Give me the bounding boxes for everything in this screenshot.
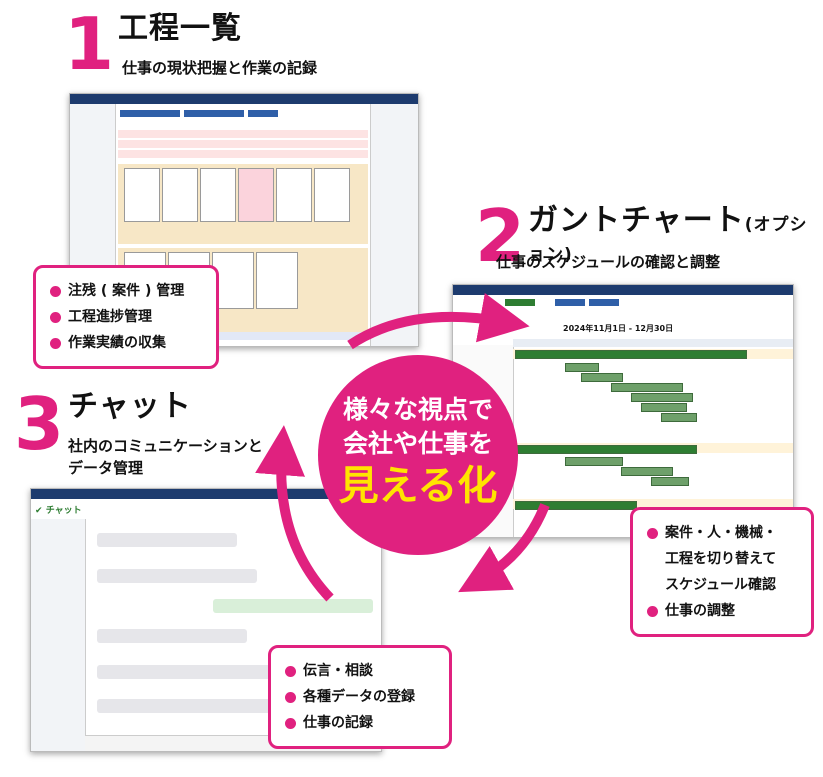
feature-box-2: 案件・人・機械・ 工程を切り替えて スケジュール確認 仕事の調整 xyxy=(630,507,814,637)
detail-panel xyxy=(370,104,418,346)
toolbar-button[interactable] xyxy=(555,299,585,306)
bullet-dot xyxy=(50,311,61,323)
order-row[interactable] xyxy=(118,332,368,340)
arrow-3-to-1 xyxy=(255,425,334,602)
feature-item: 注残 ( 案件 ) 管理 xyxy=(50,278,202,304)
order-row[interactable] xyxy=(118,130,368,138)
chat-message xyxy=(97,665,277,679)
chat-message xyxy=(97,629,247,643)
bullet-dot xyxy=(285,691,296,703)
feature-item-continued: 工程を切り替えて xyxy=(665,551,777,567)
toolbar-button[interactable] xyxy=(120,110,180,117)
chat-message xyxy=(97,533,237,547)
app-topbar xyxy=(70,94,418,104)
feature-item: 仕事の記録 xyxy=(285,710,435,736)
feature-item: 工程進捗管理 xyxy=(50,304,202,330)
app-topbar xyxy=(453,285,793,295)
bullet-dot xyxy=(285,717,296,729)
feature-item-text: 仕事の調整 xyxy=(665,603,735,619)
section-title-2: ガントチャート(オプション) xyxy=(528,206,823,266)
chat-message xyxy=(97,569,257,583)
toolbar-button[interactable] xyxy=(589,299,619,306)
feature-item-text: 案件・人・機械・ xyxy=(665,525,777,541)
section-number-1: 1 xyxy=(64,2,115,86)
gantt-bar[interactable] xyxy=(565,363,599,372)
feature-item-text: 伝言・相談 xyxy=(303,663,373,679)
gantt-bar[interactable] xyxy=(631,393,693,402)
process-card[interactable] xyxy=(162,168,198,222)
feature-item: 各種データの登録 xyxy=(285,684,435,710)
order-row[interactable] xyxy=(118,150,368,158)
feature-item-continued: スケジュール確認 xyxy=(665,577,777,593)
feature-item: 案件・人・機械・ xyxy=(647,520,797,546)
toolbar-button[interactable] xyxy=(248,110,278,117)
bullet-dot xyxy=(285,665,296,677)
gantt-bar[interactable] xyxy=(515,501,637,510)
feature-item: 伝言・相談 xyxy=(285,658,435,684)
bullet-dot xyxy=(50,285,61,297)
chat-logo-icon: ✔ xyxy=(35,506,46,516)
section-subtitle-3-line2: データ管理 xyxy=(68,459,144,477)
process-card[interactable] xyxy=(212,252,254,309)
process-card[interactable] xyxy=(314,168,350,222)
section-subtitle-3-line1: 社内のコミュニケーションと xyxy=(68,437,263,455)
toolbar-button[interactable] xyxy=(184,110,244,117)
center-line-1: 様々な視点で xyxy=(342,395,493,424)
bullet-dot xyxy=(50,337,61,349)
chat-title-text: チャット xyxy=(45,506,82,516)
feature-item: 仕事の調整 xyxy=(647,598,797,624)
chat-app-title: ✔ チャット xyxy=(35,503,82,516)
chat-sidebar xyxy=(31,519,86,751)
process-card[interactable] xyxy=(276,168,312,222)
gantt-bar[interactable] xyxy=(581,373,623,382)
arrow-2-to-3 xyxy=(458,503,550,593)
feature-item-text: 各種データの登録 xyxy=(303,689,415,705)
center-line-3: 見える化 xyxy=(338,463,498,509)
center-line-2: 会社や仕事を xyxy=(342,429,493,458)
gantt-row xyxy=(513,499,793,509)
gantt-bar[interactable] xyxy=(661,413,697,422)
feature-item-text: 作業実績の収集 xyxy=(68,335,166,351)
section-number-3: 3 xyxy=(14,382,65,466)
order-row[interactable] xyxy=(118,140,368,148)
section-title-1: 工程一覧 xyxy=(118,11,242,46)
gantt-bar[interactable] xyxy=(641,403,687,412)
process-card[interactable] xyxy=(200,168,236,222)
gantt-bar[interactable] xyxy=(621,467,673,476)
bullet-dot xyxy=(647,605,658,617)
gantt-bar[interactable] xyxy=(651,477,689,486)
gantt-bar[interactable] xyxy=(611,383,683,392)
section-subtitle-1: 仕事の現状把握と作業の記録 xyxy=(122,59,318,77)
feature-item: 作業実績の収集 xyxy=(50,330,202,356)
gantt-bar[interactable] xyxy=(515,350,747,359)
gantt-bar[interactable] xyxy=(565,457,623,466)
feature-item-text: 工程進捗管理 xyxy=(68,309,152,325)
process-card[interactable] xyxy=(256,252,298,309)
section-title-2-main: ガントチャート xyxy=(528,203,745,238)
process-card[interactable] xyxy=(238,168,274,222)
section-number-2: 2 xyxy=(475,194,526,278)
section-title-2-suffix: (オプション) xyxy=(528,215,808,265)
section-subtitle-2: 仕事のスケジュールの確認と調整 xyxy=(496,253,720,271)
gantt-date-range: 2024年11月1日 - 12月30日 xyxy=(563,324,674,333)
process-card[interactable] xyxy=(124,168,160,222)
bullet-dot xyxy=(647,527,658,539)
chat-message xyxy=(97,699,287,713)
app-topbar xyxy=(31,489,381,499)
center-circle: 様々な視点で 会社や仕事を 見える化 xyxy=(318,355,518,555)
feature-box-1: 注残 ( 案件 ) 管理 工程進捗管理 作業実績の収集 xyxy=(33,265,219,369)
chat-message-own xyxy=(213,599,373,613)
arrow-1-to-2 xyxy=(347,292,530,350)
feature-item-text: 仕事の記録 xyxy=(303,715,373,731)
feature-box-3: 伝言・相談 各種データの登録 仕事の記録 xyxy=(268,645,452,749)
feature-item-text: 注残 ( 案件 ) 管理 xyxy=(68,283,185,299)
gantt-date-header xyxy=(513,339,793,347)
chat-screenshot: ✔ チャット xyxy=(30,488,382,752)
section-title-3: チャット xyxy=(68,389,192,424)
